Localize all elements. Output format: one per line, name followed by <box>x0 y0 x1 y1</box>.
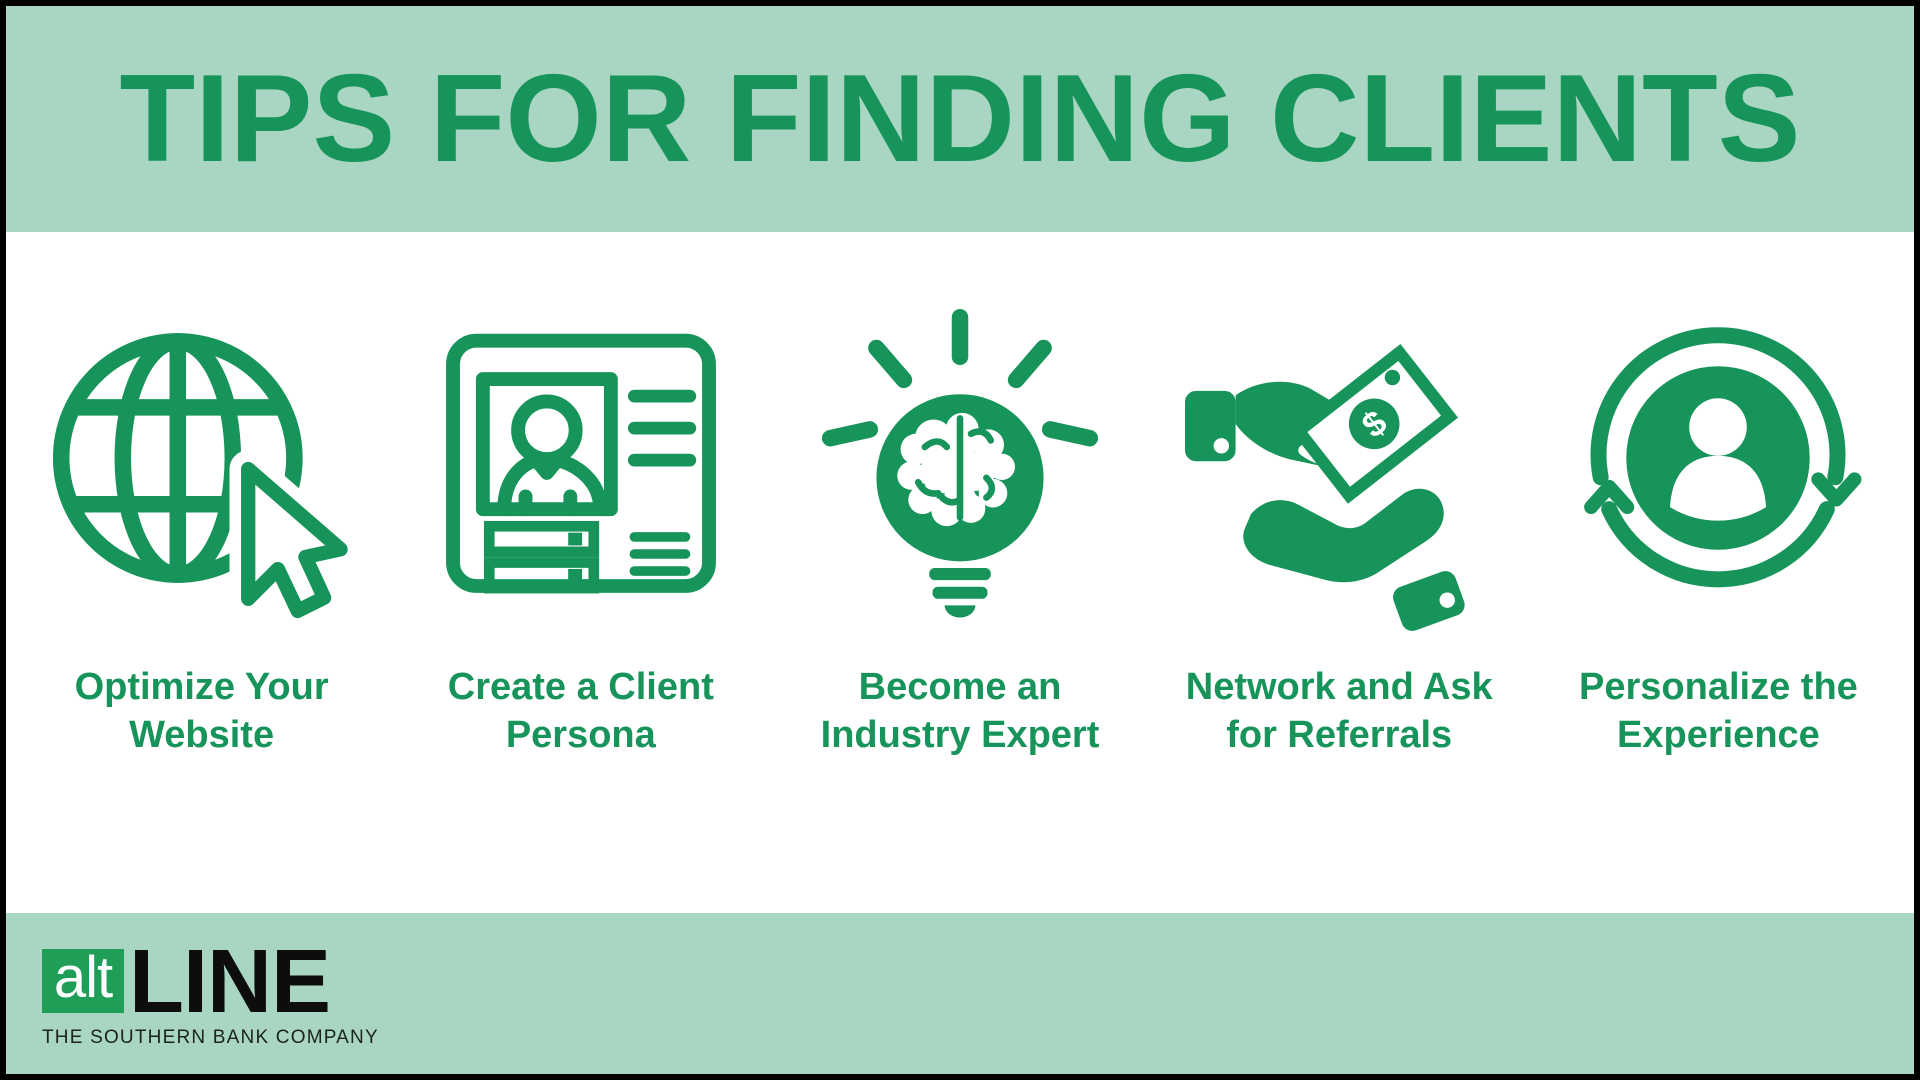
globe-cursor-icon <box>37 288 367 628</box>
tip-label-line1: Create a Client <box>447 666 714 708</box>
header-band: TIPS FOR FINDING CLIENTS <box>6 6 1914 232</box>
money-exchange-hands-icon: $ <box>1185 343 1465 631</box>
logo-row: alt LINE <box>42 932 379 1032</box>
person-refresh-icon <box>1558 288 1878 628</box>
lightbulb-brain-icon <box>795 288 1125 628</box>
tip-label-line1: Optimize Your <box>74 666 329 708</box>
client-persona-card-icon <box>421 288 741 628</box>
tip-label-line2: Industry Expert <box>820 713 1100 756</box>
globe-cursor-icon <box>52 333 359 623</box>
tip-label-line2: Website <box>129 713 275 756</box>
page-title: TIPS FOR FINDING CLIENTS <box>119 50 1801 188</box>
tip-label: Network and Ask for Referrals <box>1186 664 1493 760</box>
logo-alt-badge: alt <box>42 949 124 1013</box>
person-refresh-icon <box>1584 327 1862 588</box>
client-persona-card-icon <box>445 333 716 594</box>
tip-label-line1: Become an <box>858 666 1062 708</box>
altline-logo: alt LINE THE SOUTHERN BANK COMPANY <box>42 932 379 1049</box>
tip-label-line2: Experience <box>1617 713 1820 756</box>
lightbulb-brain-icon <box>821 308 1099 618</box>
tip-label-line1: Network and Ask <box>1185 666 1493 708</box>
tip-column-referrals: $ Network and Ask for Referrals <box>1150 232 1529 913</box>
tip-label-line1: Personalize the <box>1579 666 1858 708</box>
tip-label: Become an Industry Expert <box>821 664 1100 760</box>
logo-tagline: THE SOUTHERN BANK COMPANY <box>42 1027 379 1048</box>
tip-column-industry-expert: Become an Industry Expert <box>770 232 1149 913</box>
logo-line-text: LINE <box>129 932 331 1032</box>
footer-band: alt LINE THE SOUTHERN BANK COMPANY <box>6 913 1914 1074</box>
tip-label-line2: for Referrals <box>1226 713 1453 756</box>
money-exchange-hands-icon: $ <box>1174 288 1504 631</box>
tip-label-line2: Persona <box>505 713 656 756</box>
